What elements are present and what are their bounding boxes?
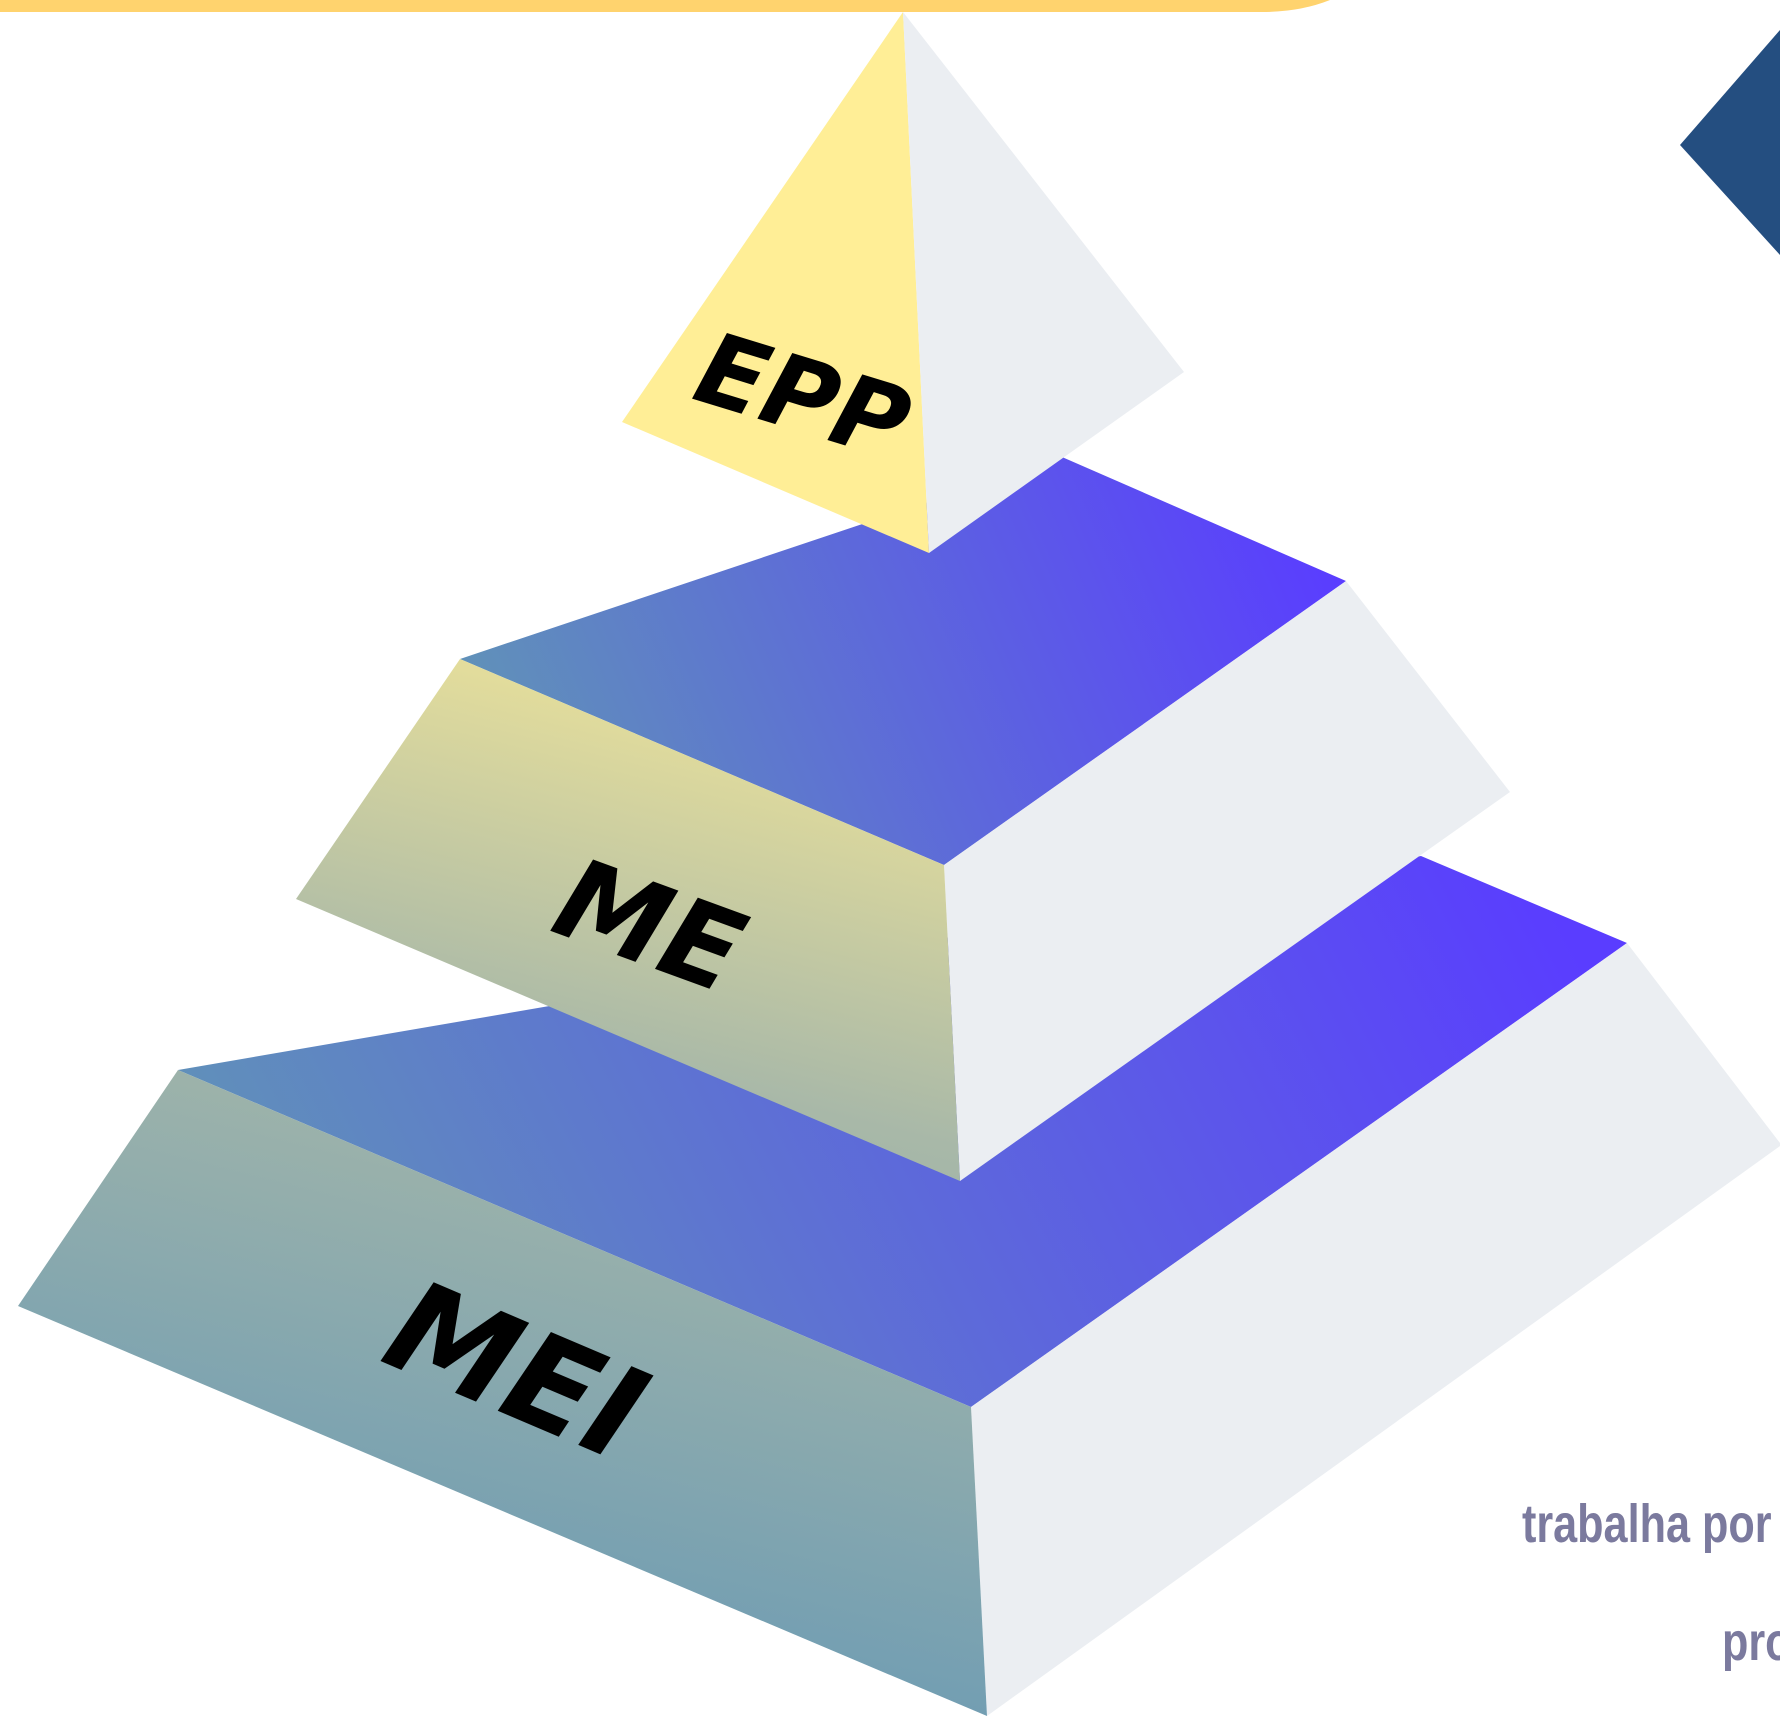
tier-epp-front-face [622,12,929,553]
diamond-shape [1680,30,1780,255]
tier-epp: EPP [622,12,1184,553]
tier-me-top-face [460,457,1346,865]
tier-mei-right-face [971,943,1780,1716]
top-banner [0,0,1330,12]
tier-me-front-face [296,659,960,1181]
tier-mei-front-face [18,1070,987,1716]
tier-me-right-face [944,581,1510,1181]
side-text-line2: pro [1722,1613,1780,1673]
tier-epp-right-face [903,12,1184,553]
tier-me: ME [296,457,1510,1181]
side-text-line1: trabalha por c [1522,1495,1780,1555]
